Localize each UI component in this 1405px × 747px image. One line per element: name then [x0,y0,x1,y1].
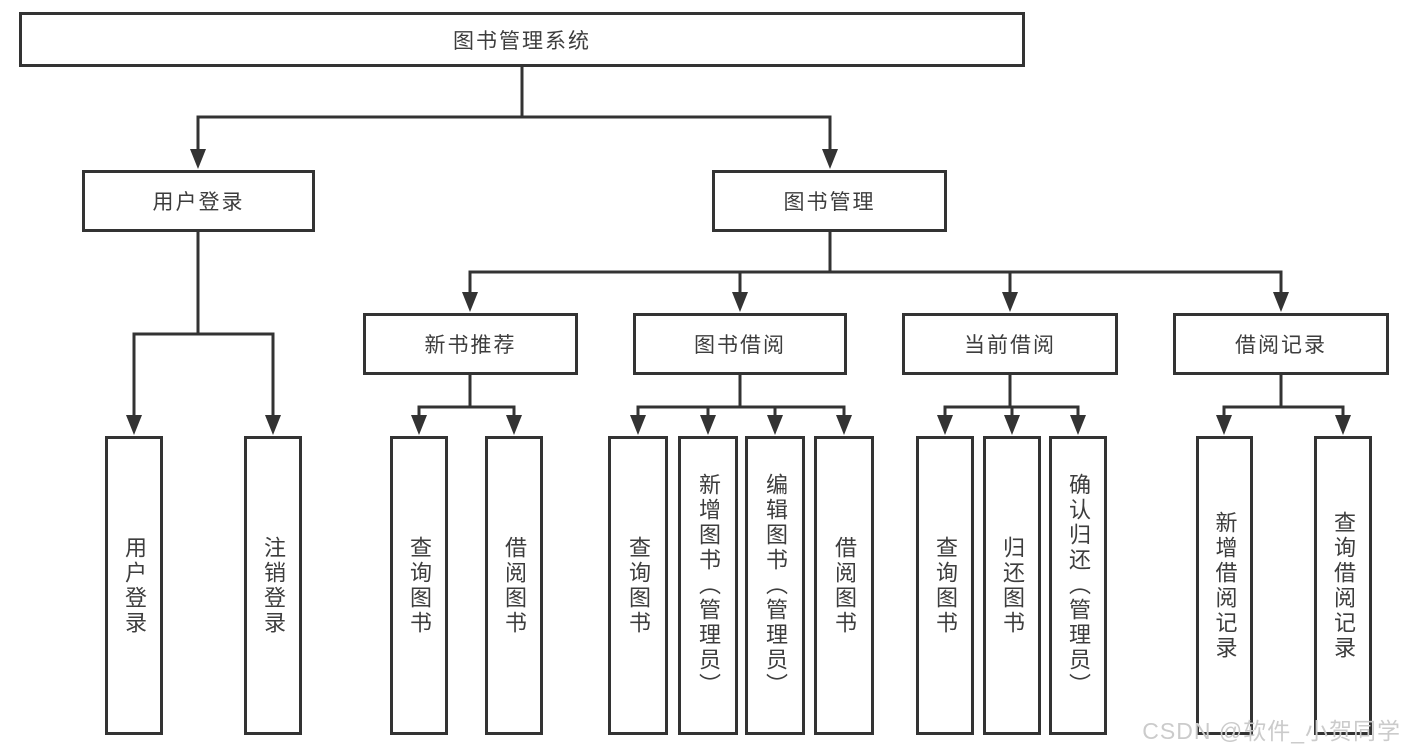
node-confirm-return-admin: 确认归还（管理员） [1049,436,1107,735]
node-user-login-action: 用户登录 [105,436,163,735]
node-borrowing-records: 借阅记录 [1173,313,1389,375]
node-label-query-borrowing-record: 查询借阅记录 [1331,510,1356,661]
node-label-borrow-books-borrowing: 借阅图书 [832,535,857,636]
node-label-edit-books-admin: 编辑图书（管理员） [763,473,788,698]
node-label-user-login: 用户登录 [152,191,245,214]
node-query-books-current: 查询图书 [916,436,974,735]
node-label-logout-action: 注销登录 [261,535,286,636]
node-query-books-recommend: 查询图书 [390,436,448,735]
node-add-borrowing-record: 新增借阅记录 [1196,436,1253,735]
node-label-library-system: 图书管理系统 [453,29,591,53]
node-borrow-books-recommend: 借阅图书 [485,436,543,735]
node-label-confirm-return-admin: 确认归还（管理员） [1066,473,1091,698]
node-label-query-books-borrowing: 查询图书 [626,535,651,636]
node-edit-books-admin: 编辑图书（管理员） [745,436,805,735]
node-borrow-books-borrowing: 借阅图书 [814,436,874,735]
node-return-books: 归还图书 [983,436,1041,735]
node-label-current-borrowing: 当前借阅 [964,334,1056,357]
node-label-query-books-current: 查询图书 [933,535,958,636]
node-label-add-borrowing-record: 新增借阅记录 [1212,510,1238,661]
watermark: CSDN @软件_小贺同学 [1142,718,1401,744]
node-new-book-recommendation: 新书推荐 [363,313,578,375]
node-label-borrowing-records: 借阅记录 [1235,334,1327,357]
node-label-add-books-admin: 新增图书（管理员） [696,473,721,698]
node-current-borrowing: 当前借阅 [902,313,1118,375]
node-query-books-borrowing: 查询图书 [608,436,668,735]
node-library-system: 图书管理系统 [19,12,1025,67]
node-label-new-book-recommendation: 新书推荐 [424,334,517,357]
node-logout-action: 注销登录 [244,436,302,735]
node-label-return-books: 归还图书 [1000,535,1025,636]
node-query-borrowing-record: 查询借阅记录 [1314,436,1372,735]
node-user-login: 用户登录 [82,170,315,232]
node-label-query-books-recommend: 查询图书 [407,535,432,636]
node-book-borrowing: 图书借阅 [633,313,847,375]
node-label-borrow-books-recommend: 借阅图书 [502,535,527,636]
node-label-book-borrowing: 图书借阅 [694,334,786,357]
node-label-user-login-action: 用户登录 [122,535,147,636]
node-book-management: 图书管理 [712,170,947,232]
node-add-books-admin: 新增图书（管理员） [678,436,738,735]
node-label-book-management: 图书管理 [783,191,876,214]
